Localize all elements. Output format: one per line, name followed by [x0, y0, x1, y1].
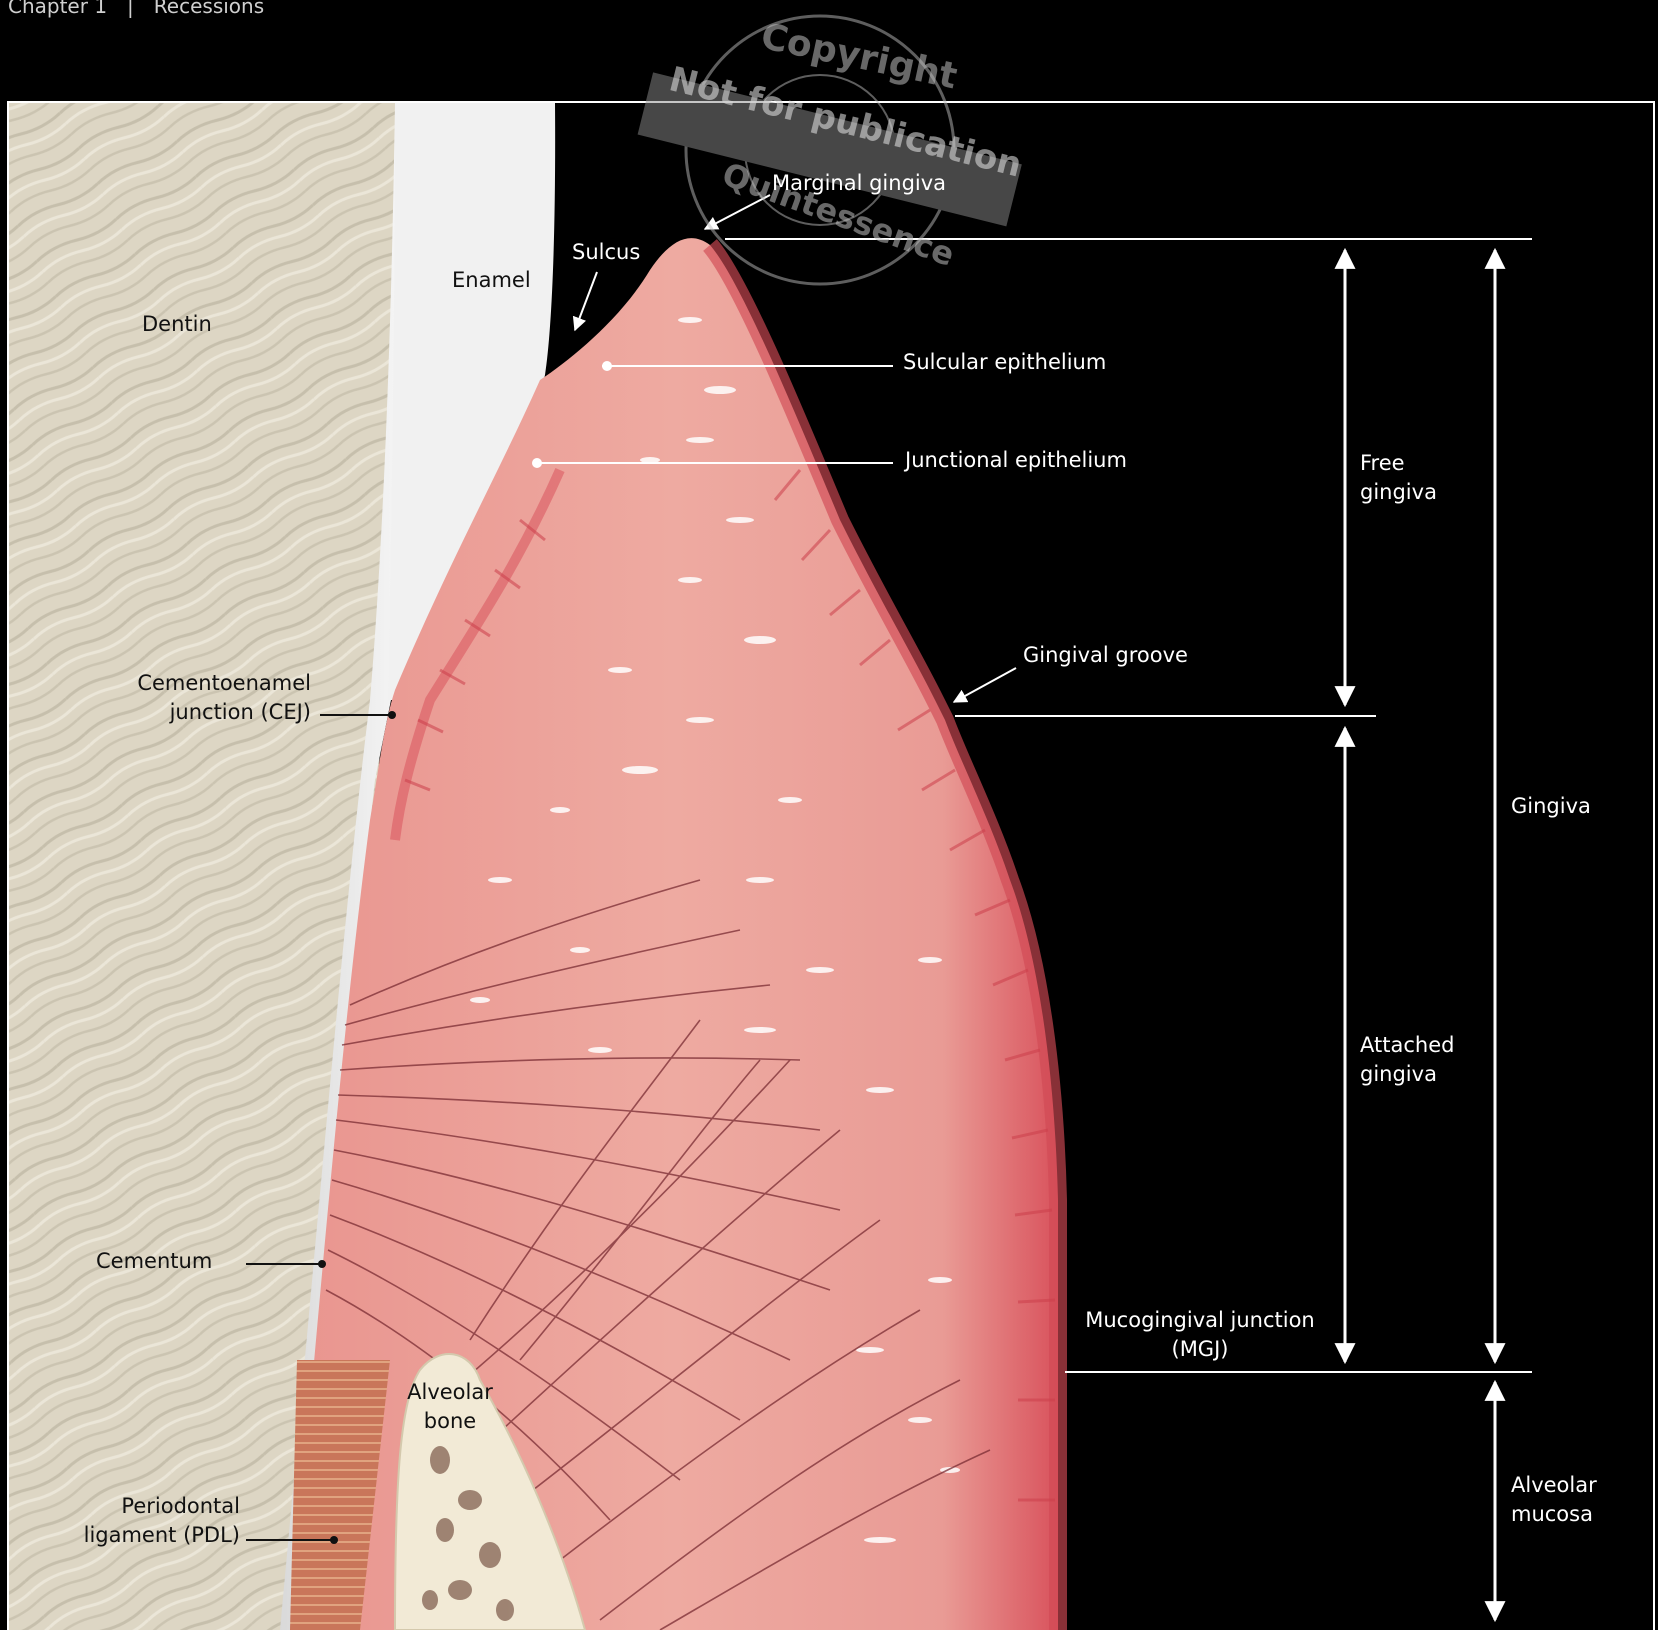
label-free-gingiva-line1: Free	[1360, 449, 1437, 478]
label-junctional-epithelium: Junctional epithelium	[905, 446, 1127, 475]
label-gingival-groove: Gingival groove	[1023, 641, 1188, 670]
label-alveolar-mucosa-line2: mucosa	[1511, 1500, 1597, 1529]
label-dentin: Dentin	[142, 310, 212, 339]
label-sulcus: Sulcus	[572, 238, 640, 267]
label-alveolar-mucosa: Alveolar mucosa	[1511, 1471, 1597, 1529]
label-mgj-line2: (MGJ)	[1070, 1335, 1330, 1364]
label-mgj: Mucogingival junction (MGJ)	[1070, 1306, 1330, 1364]
label-free-gingiva: Free gingiva	[1360, 449, 1437, 507]
label-pdl-line2: ligament (PDL)	[70, 1521, 240, 1550]
label-enamel: Enamel	[452, 266, 531, 295]
label-alveolar-bone-line1: Alveolar	[395, 1378, 505, 1407]
label-cej-line2: junction (CEJ)	[120, 698, 311, 727]
label-sulcular-epithelium: Sulcular epithelium	[903, 348, 1106, 377]
label-cej-line1: Cementoenamel	[120, 669, 311, 698]
label-mgj-line1: Mucogingival junction	[1070, 1306, 1330, 1335]
label-alveolar-bone-line2: bone	[395, 1407, 505, 1436]
label-marginal-gingiva: Marginal gingiva	[772, 169, 946, 198]
label-pdl: Periodontal ligament (PDL)	[70, 1492, 240, 1550]
label-cej: Cementoenamel junction (CEJ)	[120, 669, 311, 727]
label-attached-gingiva-line2: gingiva	[1360, 1060, 1454, 1089]
label-alveolar-mucosa-line1: Alveolar	[1511, 1471, 1597, 1500]
label-pdl-line1: Periodontal	[70, 1492, 240, 1521]
label-attached-gingiva-line1: Attached	[1360, 1031, 1454, 1060]
label-gingiva: Gingiva	[1511, 792, 1591, 821]
label-free-gingiva-line2: gingiva	[1360, 478, 1437, 507]
label-cementum: Cementum	[96, 1247, 212, 1276]
label-attached-gingiva: Attached gingiva	[1360, 1031, 1454, 1089]
label-alveolar-bone: Alveolar bone	[395, 1378, 505, 1436]
